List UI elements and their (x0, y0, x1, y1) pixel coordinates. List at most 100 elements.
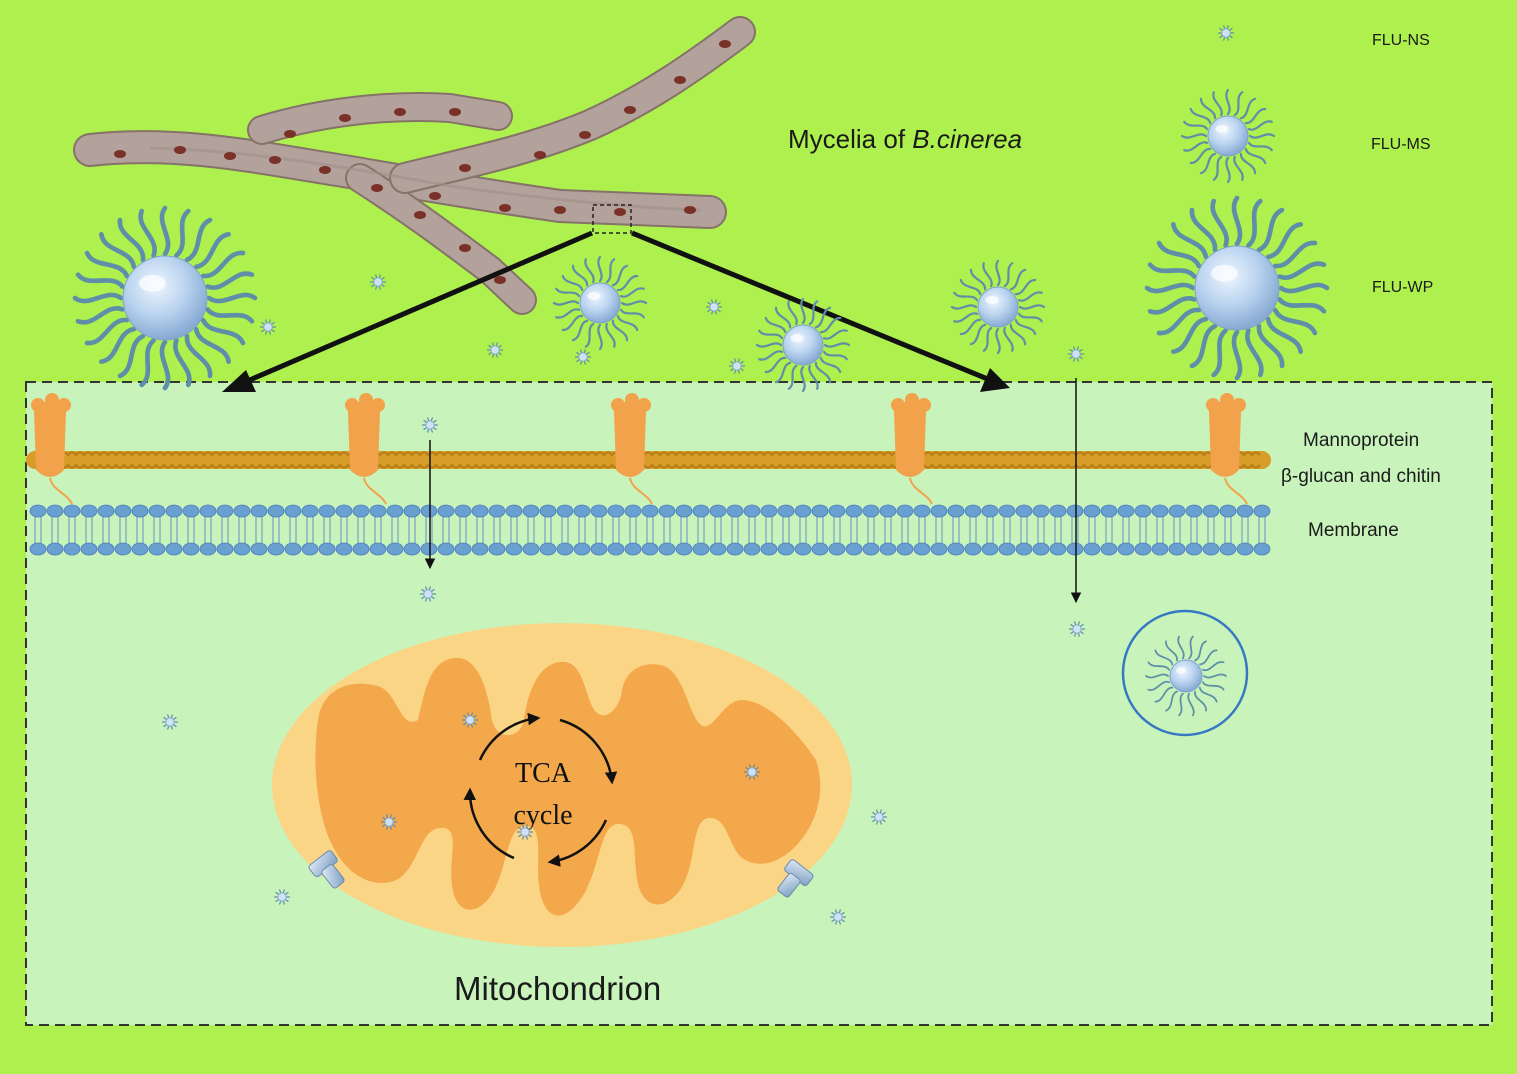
hypha-nucleus (449, 108, 461, 116)
phospholipid-pair (709, 504, 727, 556)
flu-ns-particle (260, 319, 276, 335)
phospholipid-pair (318, 504, 336, 556)
phospholipid-pair (148, 504, 166, 556)
phospholipid-pair (1202, 504, 1220, 556)
phospholipid-pair (1015, 504, 1033, 556)
flu-ns-particle (830, 909, 846, 925)
hypha-nucleus (174, 146, 186, 154)
phospholipid-pair (267, 504, 285, 556)
hypha-nuclei (114, 40, 731, 284)
phospholipid-pair (828, 504, 846, 556)
flu-ns-particle (871, 809, 887, 825)
mycelia-title-species: B.cinerea (912, 124, 1023, 154)
flu-ns-particle (370, 274, 386, 290)
mycelia-title-prefix: Mycelia of (788, 124, 913, 154)
phospholipid-pair (590, 504, 608, 556)
hypha-nucleus (319, 166, 331, 174)
phospholipid-pair (1134, 504, 1152, 556)
phospholipid-pair (964, 504, 982, 556)
flu-ns-particle (462, 712, 478, 728)
flu-ms-particle (755, 297, 851, 393)
phospholipid-pair (1253, 504, 1271, 556)
flu-ns-particle (162, 714, 178, 730)
hypha-nucleus (224, 152, 236, 160)
phospholipid-pair (1219, 504, 1237, 556)
phospholipid-pair (1151, 504, 1169, 556)
phospholipid-pair (250, 504, 268, 556)
flu-ns-particle (744, 764, 760, 780)
tca-cycle-label-line2: cycle (513, 800, 572, 831)
hypha-nucleus (534, 151, 546, 159)
phospholipid-pair (641, 504, 659, 556)
hypha-nucleus (394, 108, 406, 116)
phospholipid-pair (488, 504, 506, 556)
hypha-nucleus (684, 206, 696, 214)
phospholipid-pair (998, 504, 1016, 556)
hypha-branch (249, 94, 511, 143)
phospholipid-pair (862, 504, 880, 556)
phospholipid-pair (29, 504, 47, 556)
flu-ns-legend-particle (1218, 25, 1234, 41)
phospholipid-pair (794, 504, 812, 556)
hypha-nucleus (114, 150, 126, 158)
legend-label-flu-wp: FLU-WP (1372, 279, 1434, 296)
phospholipid-pair (471, 504, 489, 556)
flu-ns-particle (575, 349, 591, 365)
phospholipid-pair (1100, 504, 1118, 556)
phospholipid-pair (233, 504, 251, 556)
phospholipid-pair (199, 504, 217, 556)
flu-ns-particle (1069, 621, 1085, 637)
phospholipid-pair (335, 504, 353, 556)
cell-wall (26, 451, 1271, 469)
membrane-label: Membrane (1308, 520, 1399, 541)
tca-cycle-arrows (463, 712, 618, 867)
phospholipid-pair (811, 504, 829, 556)
flu-wp-particle (72, 205, 258, 391)
flu-ns-particle (487, 342, 503, 358)
phospholipid-pair (539, 504, 557, 556)
hypha-nucleus (414, 211, 426, 219)
phospholipid-pair (1032, 504, 1050, 556)
phospholipid-pair (675, 504, 693, 556)
flu-ms-particle (950, 259, 1046, 355)
mannoprotein (891, 393, 933, 505)
phospholipid-pair (63, 504, 81, 556)
phospholipid-pair (930, 504, 948, 556)
phospholipid-pair (80, 504, 98, 556)
phospholipid-pair (692, 504, 710, 556)
phospholipid-pair (573, 504, 591, 556)
hypha-nucleus (719, 40, 731, 48)
hypha-nucleus (554, 206, 566, 214)
phospholipid-pair (845, 504, 863, 556)
hypha-nucleus (269, 156, 281, 164)
flu-ns-particle (729, 358, 745, 374)
phospholipid-pair (947, 504, 965, 556)
flu-ms-particle (552, 255, 648, 351)
phospholipid-pair (624, 504, 642, 556)
flu-ns-particle (420, 586, 436, 602)
hypha-nucleus (429, 192, 441, 200)
hypha-nucleus (624, 106, 636, 114)
mycelia-title: Mycelia of B.cinerea (788, 124, 1022, 155)
flu-ns-particle (517, 824, 533, 840)
phospholipid-pair (284, 504, 302, 556)
phospholipid-pair (1185, 504, 1203, 556)
flu-ns-particle (706, 299, 722, 315)
hypha-nucleus (459, 244, 471, 252)
flu-wp-legend-particle (1144, 195, 1330, 381)
phospholipid-pair (896, 504, 914, 556)
phospholipid-pair (386, 504, 404, 556)
tca-cycle-label-line1: TCA (515, 758, 572, 789)
legend-label-flu-ms: FLU-MS (1371, 136, 1431, 153)
phospholipid-pair (726, 504, 744, 556)
phospholipid-pair (46, 504, 64, 556)
hypha-nucleus (371, 184, 383, 192)
hypha-nucleus (579, 131, 591, 139)
mitochondrion-label: Mitochondrion (454, 970, 662, 1007)
hypha-nucleus (614, 208, 626, 216)
phospholipid-pair (658, 504, 676, 556)
phospholipid-pair (420, 504, 438, 556)
flu-ns-particle (274, 889, 290, 905)
membrane-channels (308, 850, 814, 898)
